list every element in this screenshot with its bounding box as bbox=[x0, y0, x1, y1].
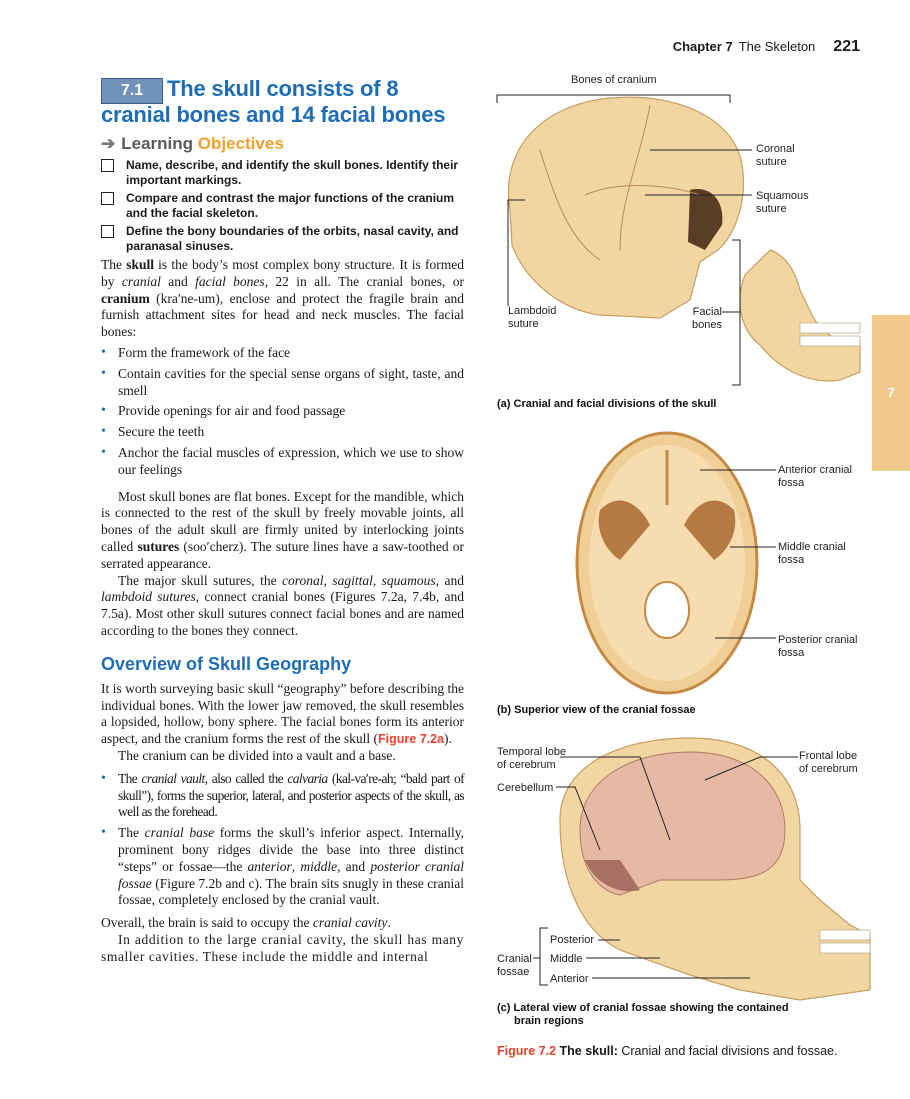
figure-b-leader-lines bbox=[700, 469, 776, 639]
learning-objectives-heading: ➔ Learning Objectives bbox=[101, 134, 464, 154]
caption-b: (b) Superior view of the cranial fossae bbox=[497, 704, 696, 716]
chapter-tab-number: 7 bbox=[887, 385, 895, 400]
checkbox-icon bbox=[101, 159, 114, 172]
figure-a-leader-lines bbox=[496, 94, 752, 386]
main-text-column: 7.1 The skull consists of 8 cranial bone… bbox=[101, 76, 465, 965]
objective-item: Define the bony boundaries of the orbits… bbox=[101, 224, 464, 254]
label-anterior: Anterior bbox=[550, 973, 589, 985]
list-item: Form the framework of the face bbox=[101, 345, 464, 362]
mandible-illustration bbox=[739, 249, 861, 382]
lo-word2: Objectives bbox=[197, 134, 284, 153]
label-cerebellum: Cerebellum bbox=[497, 782, 554, 794]
chapter-thumb-tab: 7 bbox=[872, 315, 910, 471]
skull-illustration bbox=[508, 96, 745, 319]
lo-word1: Learning bbox=[121, 134, 194, 153]
label-middle: Middle bbox=[550, 953, 583, 965]
objective-text: Compare and contrast the major functions… bbox=[126, 191, 455, 220]
list-item: Provide openings for air and food passag… bbox=[101, 403, 464, 420]
list-item: The cranial vault, also called the calva… bbox=[101, 771, 465, 821]
objective-item: Name, describe, and identify the skull b… bbox=[101, 158, 464, 188]
sutures-paragraph: The major skull sutures, the coronal, sa… bbox=[101, 572, 464, 638]
addition-paragraph: In addition to the large cranial cavity,… bbox=[101, 931, 464, 964]
lateral-skull-illustration bbox=[559, 737, 871, 1001]
flat-bones-paragraph: Most skull bones are flat bones. Except … bbox=[101, 488, 465, 571]
checkbox-icon bbox=[101, 192, 114, 205]
objective-text: Define the bony boundaries of the orbits… bbox=[126, 224, 459, 253]
objectives-list: Name, describe, and identify the skull b… bbox=[101, 158, 464, 254]
checkbox-icon bbox=[101, 225, 114, 238]
geography-paragraph: It is worth surveying basic skull “geogr… bbox=[101, 680, 464, 747]
facial-bones-list: Form the framework of the face Contain c… bbox=[101, 345, 464, 479]
figure-caption: Figure 7.2 The skull: Cranial and facial… bbox=[497, 1044, 838, 1058]
overview-heading: Overview of Skull Geography bbox=[101, 653, 352, 674]
overall-paragraph: Overall, the brain is said to occupy the… bbox=[101, 915, 391, 931]
running-header: Chapter 7 The Skeleton 221 bbox=[600, 38, 860, 56]
section-title: The skull consists of 8 cranial bones an… bbox=[101, 76, 446, 127]
arrow-icon: ➔ bbox=[101, 134, 116, 153]
cranial-base-illustration bbox=[575, 431, 759, 695]
label-posterior: Posterior bbox=[550, 934, 595, 946]
list-item: Anchor the facial muscles of expression,… bbox=[101, 445, 464, 479]
list-item: The cranial base forms the skull’s infer… bbox=[101, 825, 464, 909]
figure-number: Figure 7.2 bbox=[497, 1044, 557, 1058]
section-heading: 7.1 The skull consists of 8 cranial bone… bbox=[101, 76, 464, 128]
objective-text: Name, describe, and identify the skull b… bbox=[126, 158, 459, 187]
list-item: Secure the teeth bbox=[101, 424, 464, 441]
figure-link[interactable]: Figure 7.2a bbox=[378, 732, 445, 747]
objective-item: Compare and contrast the major functions… bbox=[101, 191, 464, 221]
vault-base-paragraph: The cranium can be divided into a vault … bbox=[118, 747, 396, 763]
chapter-label: Chapter 7 bbox=[672, 39, 733, 54]
chapter-title: The Skeleton bbox=[738, 39, 816, 54]
page-number: 221 bbox=[833, 38, 860, 55]
section-number: 7.1 bbox=[101, 78, 163, 104]
figure-c-leader-lines bbox=[533, 756, 798, 986]
label-bones-of-cranium: Bones of cranium bbox=[571, 74, 657, 86]
caption-c: (c) Lateral view of cranial fossae showi… bbox=[497, 1002, 789, 1027]
intro-paragraph: The skull is the body’s most complex bon… bbox=[101, 257, 465, 340]
list-item: Contain cavities for the special sense o… bbox=[101, 366, 464, 400]
vault-base-list: The cranial vault, also called the calva… bbox=[101, 771, 465, 909]
caption-a: (a) Cranial and facial divisions of the … bbox=[497, 398, 717, 410]
